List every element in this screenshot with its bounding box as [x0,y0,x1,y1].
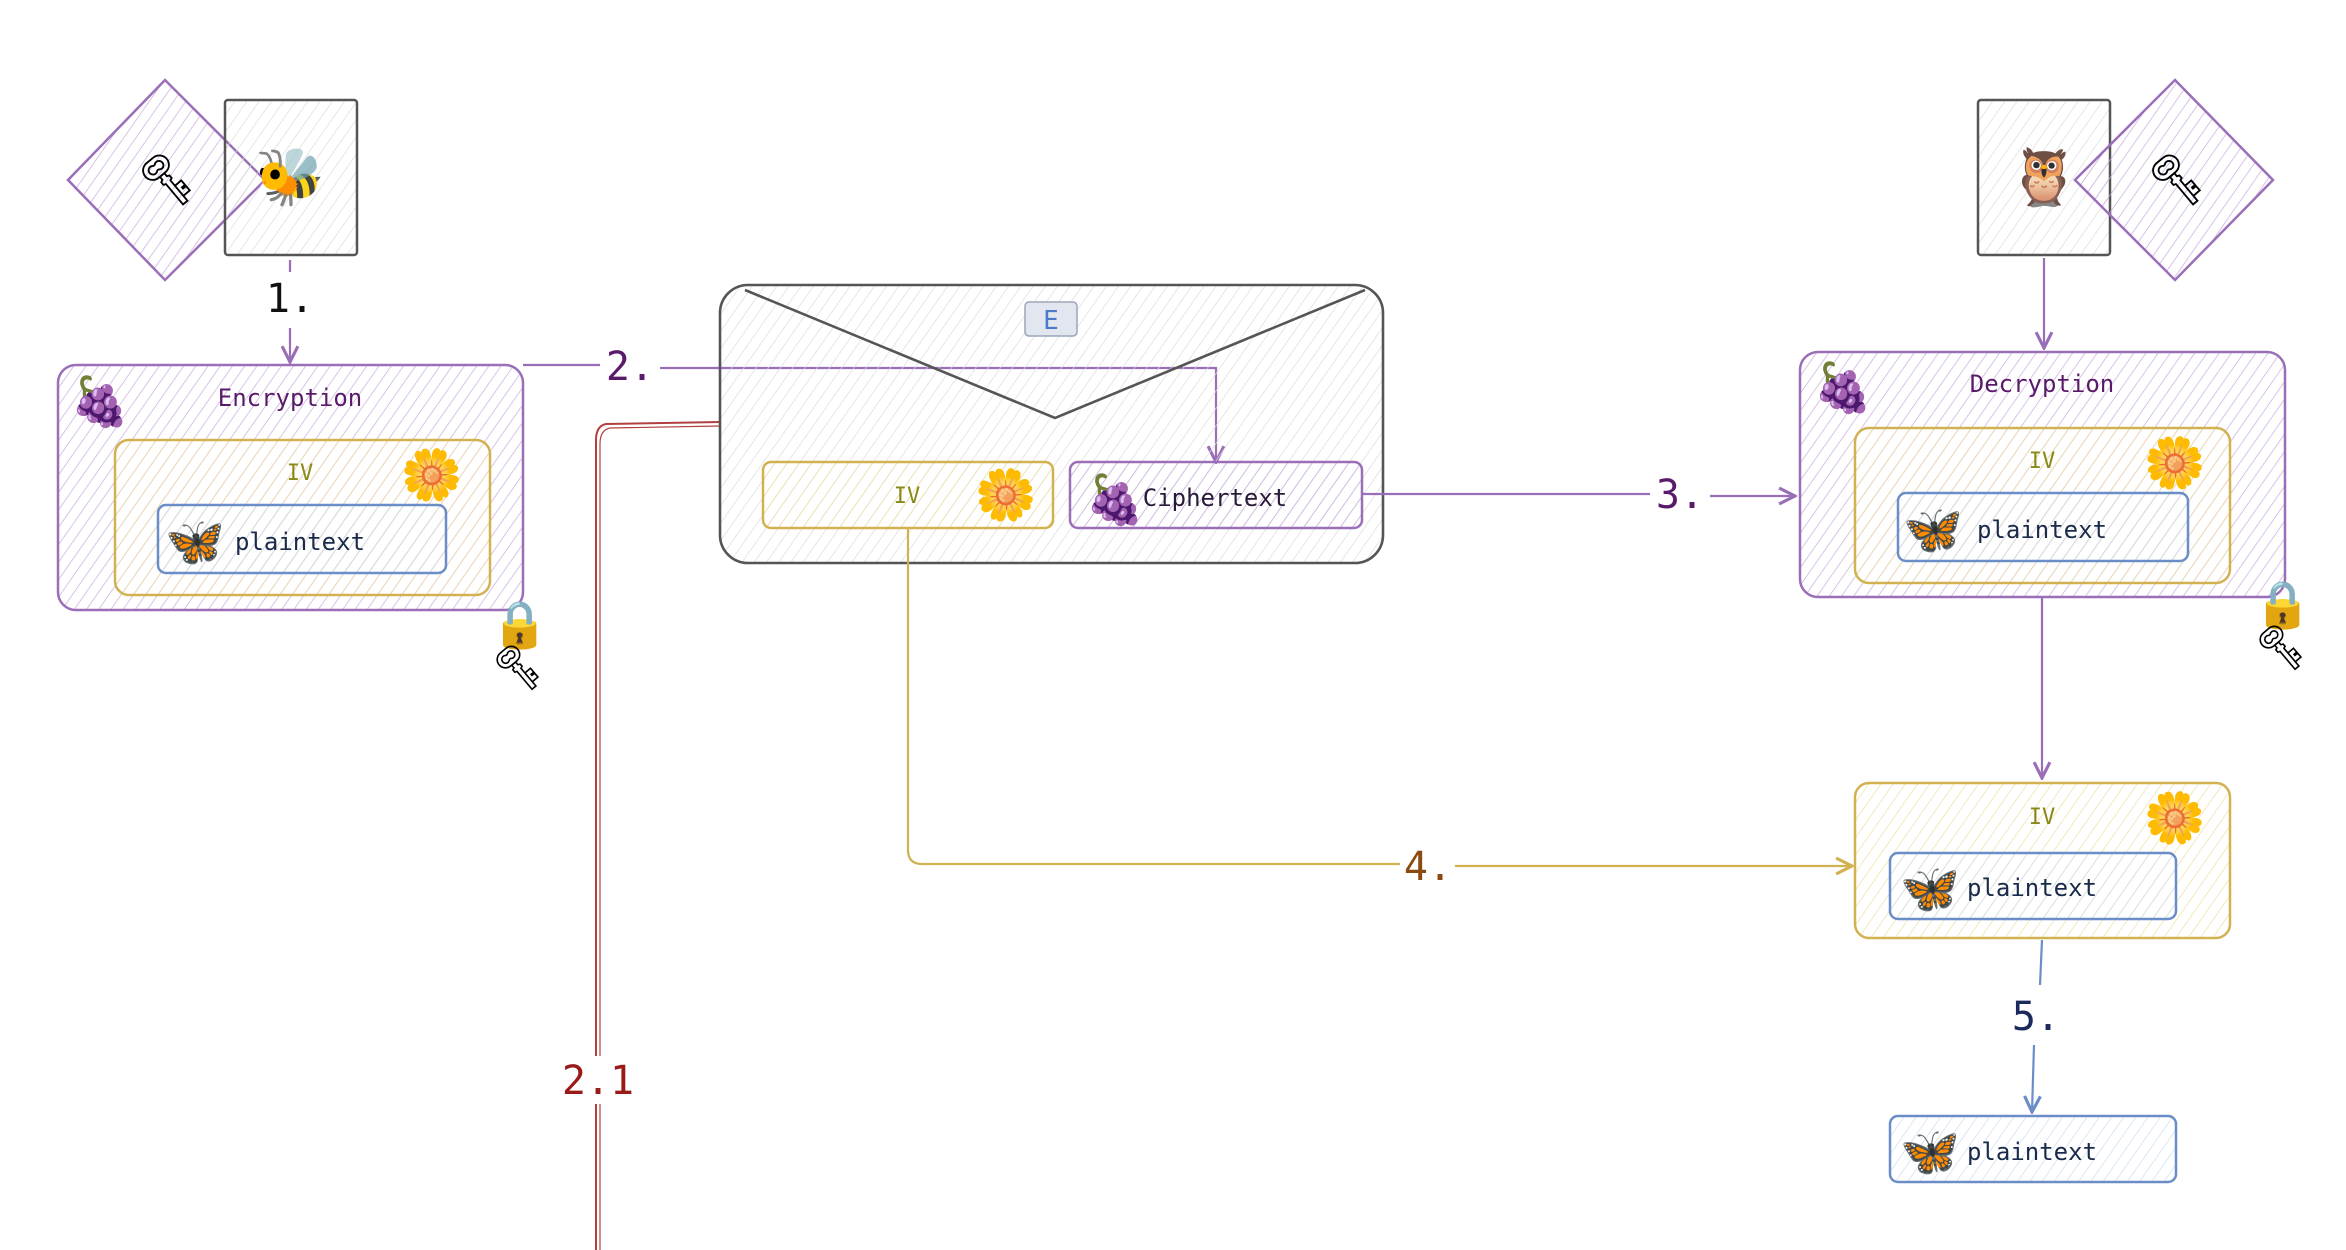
flower-icon: 🌼 [401,446,463,504]
envelope-badge [1024,301,1078,337]
grapes-icon: 🍇 [1813,360,1873,416]
step-2-1-label: 2.1 [562,1058,634,1104]
step-1-label: 1. [266,276,314,322]
envelope-ciphertext-label: Ciphertext [1143,484,1288,512]
decryption-plaintext-box [1896,491,2190,563]
recipient-key-card: 🦉 🗝 [1976,78,2275,282]
arrow-step-4 [906,528,1852,866]
encryption-iv-label: IV [287,461,314,486]
lock-icon: 🔒 [491,597,548,651]
arrow-step-3 [1362,494,1795,496]
decryption-plaintext-label: plaintext [1977,516,2107,544]
owl-icon: 🦉 [2009,145,2079,210]
step-3-label: 3. [1656,472,1704,518]
encryption-title: Encryption [218,384,363,412]
message-envelope: E IV 🌼 🍇 Ciphertext [718,283,1385,565]
grapes-icon: 🍇 [70,374,130,430]
bee-icon: 🐝 [255,145,325,210]
final-plaintext-box: 🦋 plaintext [1888,1114,2178,1184]
key-icon: 🗝 [2149,150,2205,211]
recipient-key-diamond [2073,78,2275,282]
final-plaintext-label: plaintext [1967,1138,2097,1166]
flower-icon: 🌼 [2144,434,2206,492]
recovered-plaintext-box [1888,851,2178,921]
butterfly-icon: 🦋 [1900,861,1960,917]
grapes-icon: 🍇 [1085,472,1145,528]
key-icon: 🗝 [139,150,195,211]
butterfly-icon: 🦋 [165,514,225,570]
butterfly-icon: 🦋 [1903,502,1963,558]
lock-icon: 🔒 [2254,577,2311,631]
envelope-flap [744,288,1366,420]
key-icon: 🗝 [493,641,542,694]
sender-card [223,98,359,257]
decryption-box: 🍇 Decryption IV 🌼 🦋 plaintext 🔒 🗝 [1798,350,2312,675]
step-2-label: 2. [606,344,654,390]
envelope-badge-text: E [1043,306,1059,336]
step-4-label: 4. [1404,844,1452,890]
butterfly-icon: 🦋 [1900,1124,1960,1180]
line-step-2-1 [595,421,721,1250]
decryption-title: Decryption [1970,370,2115,398]
step-5-label: 5. [2012,994,2060,1040]
encryption-plaintext-box [156,503,448,575]
recovered-iv-label: IV [2029,805,2056,830]
recovered-plaintext-label: plaintext [1967,874,2097,902]
arrow-step-5 [2032,939,2042,1112]
flower-icon: 🌼 [975,466,1037,524]
envelope-iv-label: IV [894,484,921,509]
sender-key-card: 🗝 🐝 [66,78,359,282]
encryption-plaintext-label: plaintext [235,528,365,556]
encryption-box: 🍇 Encryption IV 🌼 🦋 plaintext 🔒 🗝 [56,363,549,695]
decryption-iv-label: IV [2029,449,2056,474]
flower-icon: 🌼 [2144,789,2206,847]
recovered-iv-box: IV 🌼 🦋 plaintext [1853,781,2232,940]
key-icon: 🗝 [2256,621,2305,674]
